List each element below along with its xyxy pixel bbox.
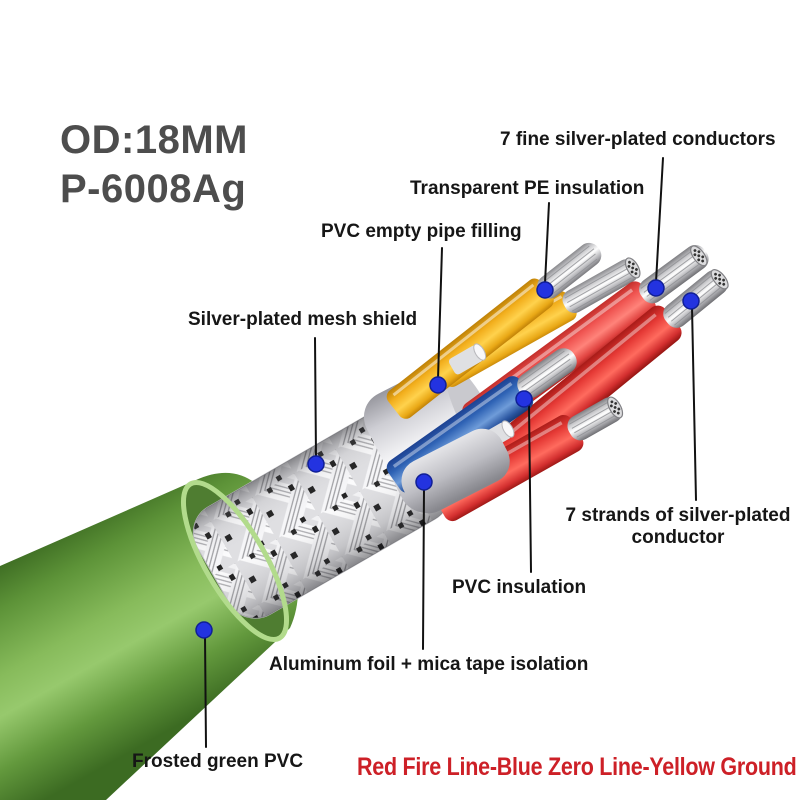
leader-pipe-filling [437,247,443,380]
anchor-dots [195,279,700,639]
leader-lines [204,157,697,748]
conductor-end-face [710,269,729,290]
anchor-dot-frosted-pvc [195,621,213,639]
leader-pvc-insulation [528,404,532,573]
anchor-dot-mesh-shield [307,455,325,473]
filler-tube-top [448,343,487,375]
anchor-dot-pipe-filling [429,376,447,394]
callout-strands-conductor: 7 strands of silver-plated conductor [565,505,791,548]
callout-fine-conductors: 7 fine silver-plated conductors [500,129,776,150]
conductor-end-face [624,257,641,279]
anchor-dot-strands-conductor [682,292,700,310]
anchor-dot-pe-insulation [536,281,554,299]
callout-frosted-pvc: Frosted green PVC [132,751,304,772]
callout-foil-isolation: Aluminum foil + mica tape isolation [269,654,589,675]
leader-mesh-shield [314,337,317,459]
leader-frosted-pvc [204,635,207,748]
callout-pvc-insulation: PVC insulation [452,577,587,598]
leader-fine-conductors [655,157,664,283]
conductor-end-face [690,245,708,267]
anchor-dot-fine-conductors [647,279,665,297]
leader-strands-conductor [691,306,697,501]
leader-pe-insulation [544,202,550,284]
callout-pipe-filling: PVC empty pipe filling [321,221,522,242]
anchor-dot-foil-isolation [415,473,433,491]
leader-foil-isolation [422,487,425,650]
anchor-dot-pvc-insulation [515,390,533,408]
outer-diameter-text: OD:18MM [60,118,248,162]
callout-pe-insulation: Transparent PE insulation [410,178,645,199]
inner-sheath-lip [401,428,510,514]
model-text: P-6008Ag [60,167,247,211]
product-spec: OD:18MM P-6008Ag [60,116,248,214]
jacket-lip [180,479,290,643]
conductor-end-face [607,396,624,419]
callout-mesh-shield: Silver-plated mesh shield [188,309,418,330]
wire-color-code-note: Red Fire Line-Blue Zero Line-Yellow Grou… [357,753,797,781]
conductor-silver [537,242,602,299]
